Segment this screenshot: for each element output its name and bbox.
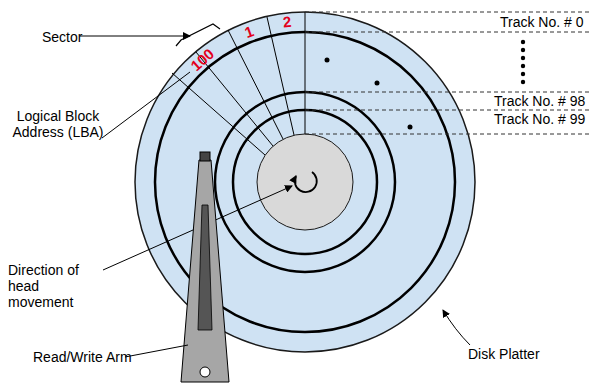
leader-line xyxy=(80,36,190,37)
sector-bracket xyxy=(176,24,220,46)
arm-strip xyxy=(198,205,212,330)
rotation-arrow xyxy=(295,172,317,192)
track-guides xyxy=(305,12,590,134)
track-label: Track No. # 98 xyxy=(492,93,587,109)
leader-line xyxy=(102,72,190,138)
ellipsis-dots xyxy=(521,40,525,84)
read-write-arm xyxy=(181,160,229,382)
dots xyxy=(325,58,413,130)
leader-line xyxy=(443,310,470,345)
callout-number: 2 xyxy=(282,14,292,31)
sector-lines xyxy=(172,12,305,155)
disk-platter xyxy=(135,12,475,352)
spindle-hub xyxy=(257,134,353,230)
part-label: Read/Write Arm xyxy=(33,349,132,365)
arm-pivot xyxy=(200,367,210,377)
track-label: Track No. # 99 xyxy=(492,111,587,127)
part-label: Disk Platter xyxy=(468,346,540,362)
part-label: Sector xyxy=(42,29,82,45)
leader-line xyxy=(125,345,188,357)
track-label: Track No. # 0 xyxy=(498,14,586,30)
part-label: Logical Block Address (LBA) xyxy=(8,108,108,140)
part-label: Direction of head movement xyxy=(8,262,106,310)
read-write-head xyxy=(200,152,210,161)
